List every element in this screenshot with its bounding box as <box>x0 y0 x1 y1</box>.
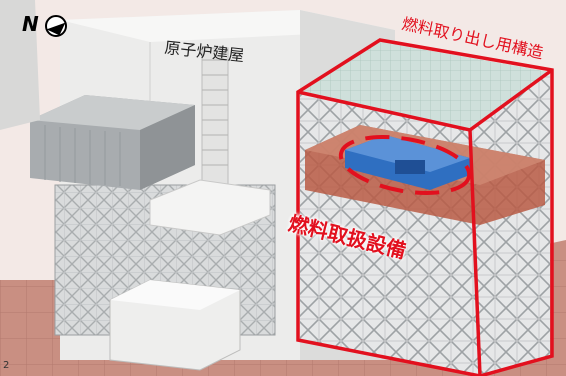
north-label: N <box>22 12 39 36</box>
structure-roof <box>300 42 550 130</box>
corner-mark: 2 <box>3 360 10 371</box>
structure-outline <box>296 38 554 376</box>
stair-tower <box>201 47 229 189</box>
deck <box>149 179 271 236</box>
equipment-highlight <box>338 135 472 195</box>
north-compass-icon <box>45 15 67 37</box>
